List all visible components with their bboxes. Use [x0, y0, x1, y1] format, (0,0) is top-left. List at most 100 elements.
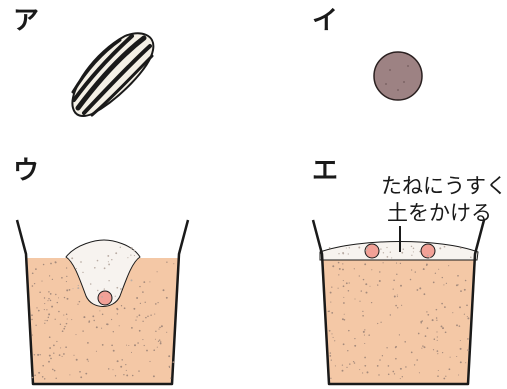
soil-speck	[66, 314, 68, 316]
soil-speck	[439, 247, 441, 249]
soil-speck	[331, 286, 332, 287]
soil-speck	[349, 363, 350, 364]
soil-speck	[347, 350, 348, 351]
soil-speck	[330, 352, 331, 353]
soil-speck	[329, 247, 331, 249]
soil-speck	[433, 349, 434, 350]
soil-speck	[142, 321, 143, 322]
soil-speck	[362, 311, 363, 312]
soil-speck	[380, 322, 381, 323]
soil-speck	[433, 282, 435, 284]
soil-speck	[150, 314, 151, 315]
soil-speck	[93, 320, 94, 321]
soil-speck	[465, 280, 467, 282]
soil-speck	[113, 331, 114, 332]
soil-speck	[102, 314, 104, 316]
soil-speck	[343, 343, 345, 345]
soil-speck	[127, 257, 128, 258]
soil-speck	[166, 332, 167, 333]
soil-speck	[417, 289, 419, 291]
soil-speck	[426, 264, 427, 265]
soil-speck	[457, 284, 458, 285]
soil-speck	[76, 359, 78, 361]
soil-speck	[397, 296, 398, 297]
soil-speck	[71, 319, 72, 320]
soil-speck	[442, 277, 443, 278]
soil-speck	[400, 263, 401, 264]
soil-speck	[41, 281, 42, 282]
soil-speck	[64, 297, 65, 298]
soil-speck	[413, 248, 415, 250]
soil-speck	[354, 338, 355, 339]
soil-speck	[108, 263, 110, 265]
soil-speck	[123, 374, 124, 375]
soil-speck	[146, 350, 148, 352]
soil-speck	[34, 354, 35, 355]
soil-speck	[92, 315, 94, 317]
soil-speck	[53, 353, 54, 354]
soil-speck	[379, 280, 381, 282]
soil-speck	[136, 297, 138, 299]
soil-speck	[32, 272, 34, 274]
soil-speck	[405, 366, 406, 367]
soil-speck	[55, 319, 56, 320]
soil-speck	[77, 304, 78, 305]
soil-speck	[392, 371, 394, 373]
soil-speck	[104, 288, 105, 289]
soil-speck	[386, 247, 387, 248]
soil-speck	[157, 302, 158, 303]
soil-speck	[330, 292, 332, 294]
soil-speck	[448, 265, 449, 266]
soil-speck	[131, 327, 133, 329]
soil-speck	[115, 375, 116, 376]
soil-speck	[73, 355, 74, 356]
soil-speck	[396, 274, 397, 275]
soil-speck	[371, 269, 372, 270]
soil-speck	[413, 251, 414, 252]
soil-speck	[364, 365, 366, 367]
soil-speck	[436, 320, 437, 321]
soil-speck	[423, 268, 425, 270]
soil-speck	[354, 268, 355, 269]
soil-speck	[49, 355, 51, 357]
soil-speck	[155, 303, 157, 305]
soil-speck	[397, 294, 398, 295]
soil-speck	[34, 374, 36, 376]
soil-speck	[400, 378, 401, 379]
soil-speck	[365, 283, 367, 285]
soil-speck	[88, 320, 90, 322]
soil-speck	[126, 345, 127, 346]
soil-speck	[426, 311, 427, 312]
soil-speck	[113, 350, 115, 352]
soil-speck	[134, 344, 136, 346]
soil-speck	[32, 285, 34, 287]
soil-speck	[364, 343, 365, 344]
soil-speck	[442, 327, 444, 329]
soil-speck	[82, 330, 83, 331]
soil-speck	[31, 319, 32, 320]
soil-speck	[108, 261, 109, 262]
soil-speck	[400, 285, 402, 287]
soil-speck	[158, 341, 159, 342]
soil-speck	[160, 343, 162, 345]
soil-speck	[379, 359, 381, 361]
soil-speck	[348, 290, 350, 292]
soil-speck	[458, 374, 459, 375]
soil-speck	[444, 246, 446, 248]
soil-speck	[126, 374, 128, 376]
soil-speck	[387, 256, 389, 258]
soil-speck	[120, 288, 122, 290]
soil-speck	[460, 348, 462, 350]
soil-speck	[331, 312, 333, 314]
soil-speck	[42, 365, 44, 367]
soil-speck	[31, 314, 33, 316]
soil-speck	[330, 378, 331, 379]
soil-speck	[348, 253, 349, 254]
soil-speck	[80, 261, 82, 263]
soil-speck	[401, 305, 402, 306]
soil-speck	[331, 333, 332, 334]
soil-speck	[393, 280, 395, 282]
soil-speck	[328, 311, 329, 312]
soil-speck	[424, 346, 426, 348]
soil-speck	[67, 298, 69, 300]
